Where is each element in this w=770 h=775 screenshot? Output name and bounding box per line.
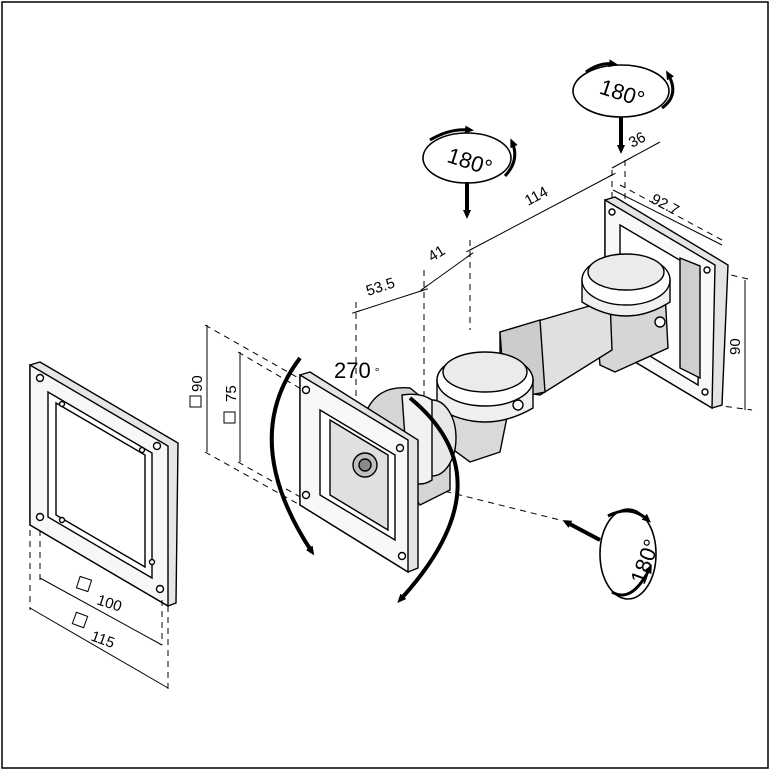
angle-swivel-top-2: 180° xyxy=(597,74,648,112)
monitor-plate xyxy=(299,371,419,574)
angle-tilt-unit: ° xyxy=(375,365,380,379)
dim-vesa-small: 100 xyxy=(95,592,124,616)
swing-arm xyxy=(418,253,671,463)
square-symbol-100 xyxy=(75,575,93,593)
rotation-indicator xyxy=(562,508,657,600)
angle-tilt-value: 270 xyxy=(334,358,371,383)
dim-arm-segment-1: 53.5 xyxy=(364,275,397,300)
dim-arm-segment-3: 114 xyxy=(522,183,551,209)
dim-wall-plate-height: 90 xyxy=(727,338,744,355)
dim-wall-offset: 36 xyxy=(626,129,649,152)
angle-tilt: 270 ° xyxy=(334,358,380,383)
dim-arm-segment-2: 41 xyxy=(425,242,448,265)
dimension-lines xyxy=(29,141,746,689)
tilt-arrow-left xyxy=(269,356,315,556)
angle-swivel-top-1: 180° xyxy=(444,143,495,181)
dim-plate-hole-height: 75 xyxy=(223,385,240,402)
tilt-arrow-right xyxy=(397,396,460,603)
square-symbol-75 xyxy=(223,411,236,424)
swivel-indicator-2 xyxy=(572,59,675,154)
square-symbol-90 xyxy=(189,395,202,408)
dim-vesa-large: 115 xyxy=(89,628,117,652)
vesa-adapter-plate xyxy=(29,361,179,608)
dim-wall-plate-width: 92.7 xyxy=(648,191,682,220)
square-symbol-115 xyxy=(71,611,89,629)
dim-plate-outer-height: 90 xyxy=(189,375,206,392)
angle-rotate-front: 180° xyxy=(625,536,664,587)
